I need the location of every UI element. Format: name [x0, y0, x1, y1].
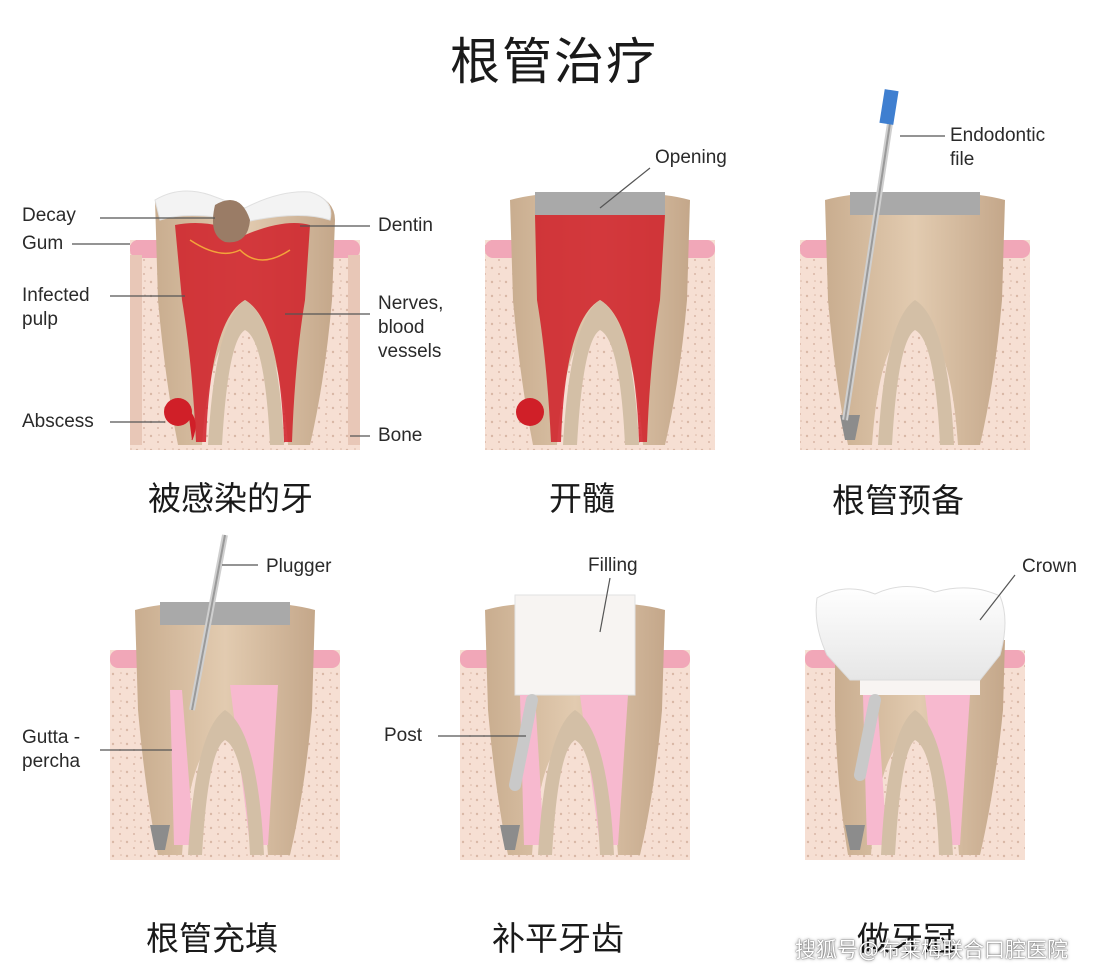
opening-illustration	[485, 192, 715, 450]
label-post: Post	[384, 725, 423, 746]
panel-crown: Crown 做牙冠	[805, 556, 1077, 958]
infected-tooth-illustration	[130, 190, 360, 450]
label-gutta-percha: Gutta - percha	[22, 727, 81, 772]
label-filling: Filling	[588, 555, 638, 576]
decay-mark	[212, 200, 250, 243]
caption-root-canal-filling: 根管充填	[146, 919, 278, 958]
crown-leader	[979, 574, 1016, 621]
label-decay: Decay	[22, 205, 76, 226]
post-leader	[438, 735, 526, 737]
endodontic-file-leader	[900, 135, 945, 137]
panel-root-canal-filling: Plugger Gutta - percha 根管充填	[22, 534, 360, 958]
label-infected-pulp: Infected pulp	[22, 285, 90, 330]
caption-opening: 开髓	[549, 479, 615, 518]
filling-leader	[599, 577, 611, 633]
label-crown: Crown	[1022, 556, 1077, 577]
gutta-percha-leader	[100, 749, 172, 751]
label-gum: Gum	[22, 233, 64, 254]
root-canal-prep-illustration	[800, 89, 1030, 450]
page-title: 根管治疗	[450, 33, 658, 91]
root-canal-filling-illustration	[110, 534, 340, 860]
caption-root-canal-prep: 根管预备	[832, 481, 964, 520]
panel-infected-tooth: Decay Gum Infected pulp Abscess Dentin N…	[22, 180, 443, 518]
label-dentin: Dentin	[378, 215, 433, 236]
label-bone: Bone	[378, 425, 423, 446]
label-abscess: Abscess	[22, 411, 94, 432]
crown-illustration	[805, 586, 1025, 860]
panel-opening: Opening 开髓	[475, 147, 727, 518]
label-opening: Opening	[655, 147, 727, 168]
panel-root-canal-prep: Endodontic file 根管预备	[790, 89, 1045, 520]
caption-crown: 做牙冠	[857, 919, 956, 958]
label-endodontic-file: Endodontic file	[950, 125, 1046, 170]
filling-illustration	[460, 594, 690, 860]
leader-lines	[72, 217, 370, 437]
opening-leader	[599, 167, 651, 209]
crown-cap	[815, 586, 1006, 681]
label-plugger: Plugger	[266, 556, 332, 577]
caption-filling: 补平牙齿	[492, 919, 624, 958]
panel-filling: Filling Post 补平牙齿	[384, 555, 710, 958]
caption-infected-tooth: 被感染的牙	[148, 479, 313, 518]
watermark: 搜狐号@布莱梅联合口腔医院	[795, 938, 1068, 962]
label-nerves-blood-vessels: Nerves, blood vessels	[378, 293, 444, 362]
plugger-leader	[222, 564, 258, 566]
